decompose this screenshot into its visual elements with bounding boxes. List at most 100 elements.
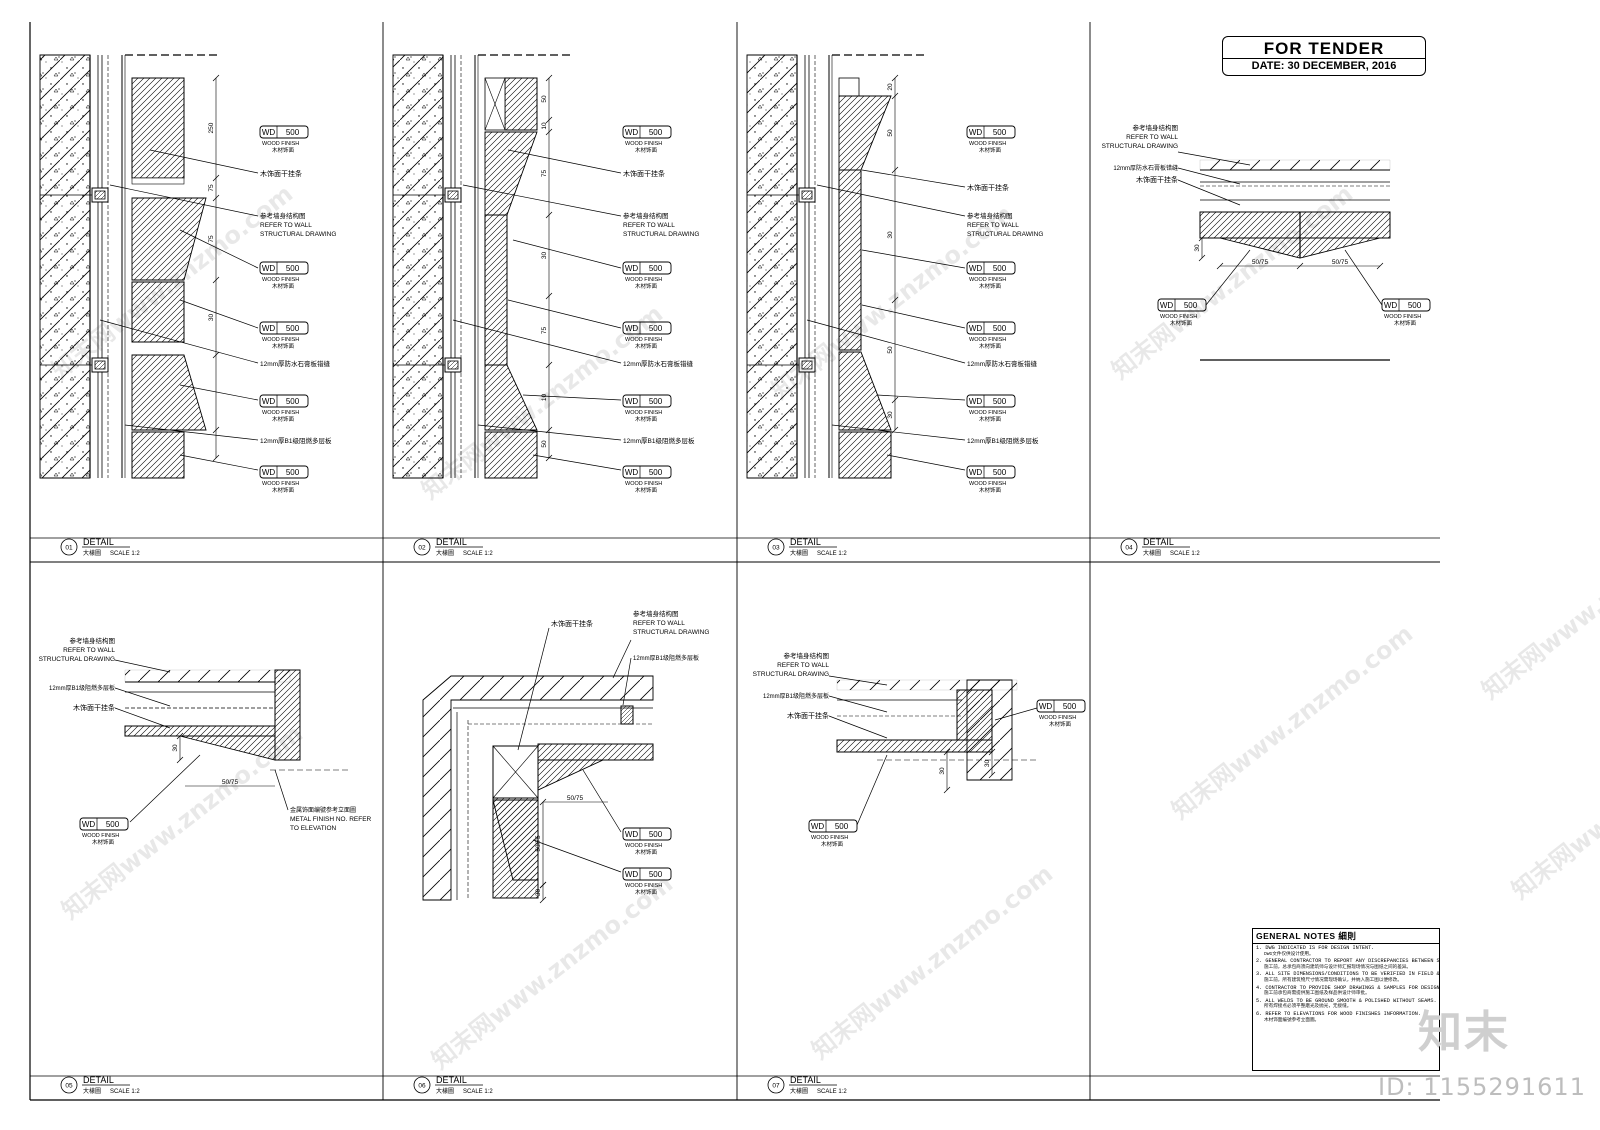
leader-line xyxy=(512,239,622,269)
wd-500-tag-number: 500 xyxy=(1184,301,1198,310)
detail-subtitle: 大樣圖 xyxy=(436,1087,454,1095)
wd-500-tag-code: WD xyxy=(262,468,276,477)
general-note-cn: 施工前，所有建筑物尺寸情况需现场确认，并纳入施工图以便修改。 xyxy=(1264,977,1402,983)
ref-wall-cn: 参考墙身结构图 xyxy=(623,211,669,220)
detail-subtitle: 大樣圖 xyxy=(790,1087,808,1095)
ref-wall-en1: REFER TO WALL xyxy=(63,647,115,654)
wd-500-tag-number: 500 xyxy=(649,324,663,333)
wood-finish-label: WOOD FINISH xyxy=(625,481,662,487)
dimension-value: 50/75 xyxy=(535,835,542,852)
dimension-tick xyxy=(212,174,220,182)
dimension-value: 75 xyxy=(541,327,548,335)
detail-title: DETAIL xyxy=(1143,537,1174,547)
wood-panel xyxy=(484,431,538,479)
wd-500-tag-code: WD xyxy=(262,128,276,137)
leader-line xyxy=(114,707,171,729)
dimension-tick xyxy=(212,351,220,359)
wd-500-tag-code: WD xyxy=(969,128,983,137)
wd-500-tag-frame xyxy=(966,321,1016,335)
wd-500-tag-code: WD xyxy=(811,822,825,831)
detail-scale: SCALE 1:2 xyxy=(817,1089,847,1095)
wood-finish-label: WOOD FINISH xyxy=(625,883,662,889)
wood-panel xyxy=(131,431,185,479)
dimension-value: 75 xyxy=(541,170,548,178)
wd-500-tag-frame xyxy=(259,261,309,275)
sheet-frame xyxy=(29,22,1440,1101)
detail-subtitle: 大樣圖 xyxy=(436,549,454,557)
leader-line xyxy=(149,149,259,174)
general-note-en: 2. GENERAL CONTRACTOR TO REPORT ANY DISC… xyxy=(1256,958,1440,965)
hanger-bracket-core xyxy=(94,360,106,370)
plywood-label: 12mm厚B1级阻燃多层板 xyxy=(967,436,1039,445)
leader-line xyxy=(179,384,259,401)
dimension-value: 50 xyxy=(541,440,548,448)
general-note-cn: 施工前承包商需提供施工图纸及样品供设计师审批。 xyxy=(1264,991,1370,997)
leader-line xyxy=(179,229,259,269)
leader-line xyxy=(1205,249,1251,306)
ref-wall-en2: STRUCTURAL DRAWING xyxy=(260,231,336,238)
wd-500-tag-code: WD xyxy=(1160,301,1174,310)
dimension-tick xyxy=(176,756,184,764)
wd-500-tag-frame xyxy=(1381,298,1431,312)
bevel-wood-panel xyxy=(131,354,207,431)
wood-finish-cn-label: 木材饰面 xyxy=(272,342,295,350)
dimension-value: 30 xyxy=(541,252,548,260)
site-watermark: 知末网www.znzmo.com xyxy=(806,860,1058,1065)
detail-number-bubble xyxy=(60,538,78,556)
dimension-value: 50/75 xyxy=(1252,259,1269,266)
wd-500-tag-code: WD xyxy=(969,264,983,273)
detail-subtitle: 大樣圖 xyxy=(83,549,101,557)
wd-500-tag-code: WD xyxy=(262,324,276,333)
wood-finish-label: WOOD FINISH xyxy=(969,277,1006,283)
wd-500-tag-code: WD xyxy=(82,820,96,829)
wood-finish-label: WOOD FINISH xyxy=(969,481,1006,487)
leader-line xyxy=(129,754,201,823)
wd-500-tag-number: 500 xyxy=(286,397,300,406)
detail-number-bubble xyxy=(767,538,785,556)
wd-500-tag-frame xyxy=(622,394,672,408)
bevel-wood-panel xyxy=(131,197,207,281)
bevel-wood-panel xyxy=(492,799,539,881)
leader-line xyxy=(179,299,259,329)
detail-title: DETAIL xyxy=(790,1075,821,1085)
dimension-value: 50 xyxy=(541,95,548,103)
wd-500-tag-number: 500 xyxy=(649,397,663,406)
dimension-value: 20 xyxy=(887,83,894,91)
detail-title: DETAIL xyxy=(790,537,821,547)
leader-line xyxy=(532,839,622,873)
wd-500-tag-number: 500 xyxy=(1408,301,1422,310)
wd-500-tag-code: WD xyxy=(625,397,639,406)
dimension-tick xyxy=(212,74,220,82)
general-note-cn: 所有焊接点必须平整磨光及抛光，无接缝。 xyxy=(1264,1004,1352,1010)
wood-finish-cn-label: 木材饰面 xyxy=(979,486,1002,494)
ref-wall-en2: STRUCTURAL DRAWING xyxy=(967,231,1043,238)
dimension-tick xyxy=(212,276,220,284)
void-cross xyxy=(484,77,506,131)
site-watermark: 知末网www.znzmo.com xyxy=(766,200,1018,405)
wood-finish-label: WOOD FINISH xyxy=(969,337,1006,343)
detail-subtitle: 大樣圖 xyxy=(1143,549,1161,557)
dimension-tick xyxy=(891,296,899,304)
title-block-divider xyxy=(1223,58,1425,59)
wood-panel xyxy=(1199,211,1391,239)
wood-panel xyxy=(484,214,508,366)
site-watermark: 知末网www.znzmo.com xyxy=(1166,620,1418,825)
concrete-band xyxy=(1199,159,1391,171)
wd-500-tag-code: WD xyxy=(969,397,983,406)
bevel-wood-panel xyxy=(838,351,892,431)
detail-number-bubble xyxy=(413,1076,431,1094)
dimension-value: 75 xyxy=(208,235,215,243)
wood-finish-cn-label: 木材饰面 xyxy=(635,415,658,423)
ref-wall-en2: STRUCTURAL DRAWING xyxy=(39,656,115,663)
detail-title: DETAIL xyxy=(83,537,114,547)
leader-line xyxy=(831,424,966,441)
ref-wall-en1: REFER TO WALL xyxy=(967,222,1019,229)
dimension-tick xyxy=(891,166,899,174)
wood-finish-cn-label: 木材饰面 xyxy=(979,146,1002,154)
leader-line xyxy=(861,304,966,329)
void-cross xyxy=(492,745,539,799)
